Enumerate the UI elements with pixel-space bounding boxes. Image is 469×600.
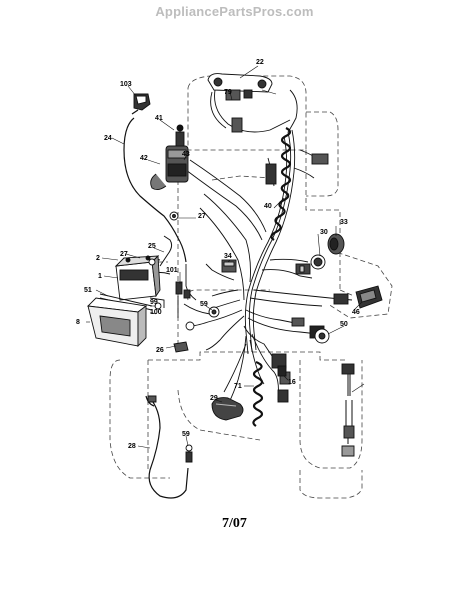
part-27-terminals [148, 211, 179, 266]
part-29-plug [211, 397, 244, 421]
callout-28: 28 [128, 443, 136, 450]
callout-46: 46 [352, 309, 360, 316]
part-90-bracket [133, 93, 151, 111]
callout-2: 2 [96, 255, 100, 262]
part-101-fuse-holder [341, 363, 355, 457]
callout-27-upper: 27 [198, 213, 206, 220]
cable-28 [145, 395, 189, 499]
part-46-switch [355, 285, 383, 309]
callout-99: 99 [150, 299, 158, 306]
main-harness [177, 89, 353, 419]
callout-71: 71 [234, 383, 242, 390]
callout-41: 41 [155, 115, 163, 122]
coil-conduit-71 [252, 360, 264, 427]
callout-16: 16 [288, 379, 296, 386]
callout-40: 40 [264, 203, 272, 210]
page-footer-date: 7/07 [222, 516, 247, 531]
callout-1: 1 [98, 273, 102, 280]
callout-27-lower: 27 [120, 251, 128, 258]
cable-24 [123, 109, 187, 263]
leader-lines [86, 65, 365, 449]
callout-25: 25 [148, 243, 156, 250]
part-34-relay [221, 259, 237, 273]
coil-conduit-40 [270, 127, 292, 241]
callout-34: 34 [224, 253, 232, 260]
callout-24: 24 [104, 135, 112, 142]
callout-79: 79 [224, 89, 232, 96]
battery-tray [87, 297, 148, 348]
battery [114, 254, 161, 301]
watermark: AppliancePartsPros.com [155, 4, 314, 19]
part-16-connector [277, 365, 287, 377]
callout-43: 43 [182, 151, 190, 158]
callout-59-lower: 59 [182, 431, 190, 438]
callout-30: 30 [320, 229, 328, 236]
connectors-right [265, 153, 349, 403]
part-50-switch [314, 328, 330, 344]
callout-59-upper: 59 [200, 301, 208, 308]
callout-29: 29 [210, 395, 218, 402]
callout-8: 8 [76, 319, 80, 326]
part-22-switch [207, 73, 273, 133]
callout-26-upper: 26 [156, 347, 164, 354]
part-42-ignition-module [150, 124, 189, 191]
part-30-connector [310, 254, 326, 270]
callout-100: 100 [150, 309, 162, 316]
part-33-switch [327, 233, 345, 255]
callout-51: 51 [84, 287, 92, 294]
callout-33: 33 [340, 219, 348, 226]
part-59-terminals [185, 306, 220, 463]
callout-22: 22 [256, 59, 264, 66]
callout-103: 101 [166, 267, 178, 274]
part-26-terminals [147, 341, 189, 403]
callout-42: 42 [140, 155, 148, 162]
callout-90: 103 [120, 81, 132, 88]
callout-50: 50 [340, 321, 348, 328]
part-103-leads [175, 281, 191, 299]
callout-labels: 103 22 22 79 41 24 43 42 40 27 25 2 27 3… [76, 59, 360, 450]
